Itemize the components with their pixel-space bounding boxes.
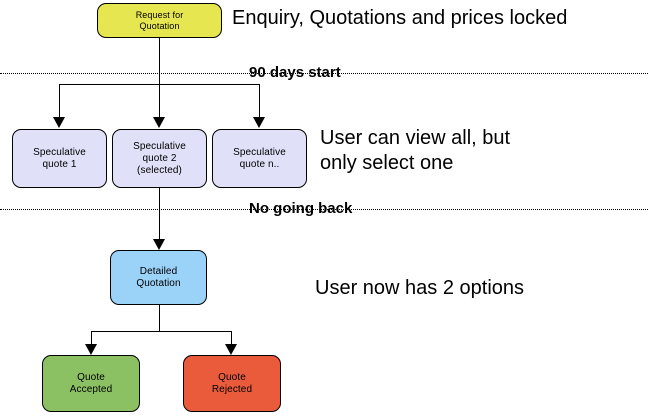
annotation-two-options: User now has 2 options: [315, 277, 525, 299]
node-accepted-line-1: Quote: [77, 371, 105, 383]
connector-spec2-stem: [159, 188, 160, 239]
connector-to-accepted: [91, 331, 92, 344]
node-quote-rejected[interactable]: Quote Rejected: [183, 355, 281, 412]
connector-to-spec-2: [159, 84, 160, 117]
arrowhead-to-detailed-quotation: [153, 239, 165, 250]
connector-to-spec-n: [259, 84, 260, 117]
node-speculative-quote-n[interactable]: Speculative quote n..: [212, 129, 307, 188]
node-spec-n-line-2: quote n..: [239, 158, 280, 170]
node-spec-2-line-1: Speculative: [133, 140, 186, 152]
node-spec-1-line-2: quote 1: [42, 158, 77, 170]
node-request-for-quotation[interactable]: Request for Quotation: [97, 3, 222, 38]
node-rejected-line-1: Quote: [218, 371, 246, 383]
connector-to-spec-1: [59, 84, 60, 117]
arrowhead-to-quote-rejected: [225, 344, 237, 355]
node-detailed-quotation[interactable]: Detailed Quotation: [110, 250, 207, 305]
connector-outcome-bar: [91, 331, 232, 332]
node-speculative-quote-2-selected[interactable]: Speculative quote 2 (selected): [112, 129, 207, 188]
arrowhead-to-spec-2: [153, 117, 165, 128]
arrowhead-to-spec-n: [253, 117, 265, 128]
phase-separator-label-no-going-back: No going back: [249, 200, 353, 217]
connector-rfq-stem: [159, 38, 160, 84]
node-spec-2-line-3: (selected): [137, 164, 182, 176]
node-rfq-line-1: Request for: [135, 9, 184, 20]
phase-separator-90-days: [0, 73, 648, 74]
node-spec-1-line-1: Speculative: [33, 146, 86, 158]
node-quote-accepted[interactable]: Quote Accepted: [42, 355, 140, 412]
node-accepted-line-2: Accepted: [69, 383, 113, 395]
phase-separator-no-going-back: [0, 209, 648, 210]
node-detailed-line-1: Detailed: [139, 265, 178, 277]
node-spec-n-line-1: Speculative: [233, 146, 286, 158]
phase-separator-label-90-days: 90 days start: [249, 64, 341, 81]
node-detailed-line-2: Quotation: [136, 277, 181, 289]
annotation-prices-locked: Enquiry, Quotations and prices locked: [232, 7, 568, 29]
node-speculative-quote-1[interactable]: Speculative quote 1: [12, 129, 107, 188]
connector-to-rejected: [231, 331, 232, 344]
arrowhead-to-quote-accepted: [85, 344, 97, 355]
node-rejected-line-2: Rejected: [211, 383, 253, 395]
connector-detailed-stem: [159, 305, 160, 331]
node-spec-2-line-2: quote 2: [142, 152, 177, 164]
arrowhead-to-spec-1: [53, 117, 65, 128]
node-rfq-line-2: Quotation: [139, 20, 180, 31]
annotation-view-all-select-one: User can view all, but only select one: [320, 127, 511, 174]
